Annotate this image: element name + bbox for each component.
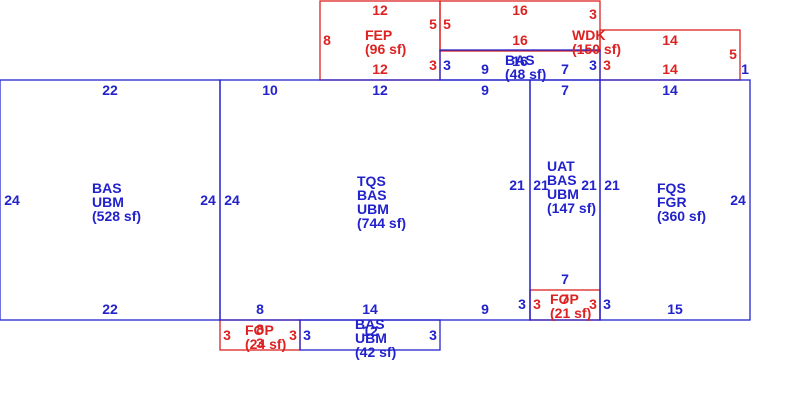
dimension-label: 12 — [362, 323, 378, 339]
dimension-label: 3 — [603, 57, 611, 73]
dimension-label: 24 — [4, 192, 20, 208]
dimension-label: 5 — [729, 46, 737, 62]
area-label-fqs-fgr-360: (360 sf) — [657, 208, 706, 224]
dimension-label: 12 — [372, 61, 388, 77]
dimension-label: 3 — [589, 57, 597, 73]
area-label-uat-bas-ubm-147: (147 sf) — [547, 200, 596, 216]
area-label-tqs-bas-ubm-744: TQS — [357, 173, 386, 189]
area-label-tqs-bas-ubm-744: (744 sf) — [357, 215, 406, 231]
dimension-label: 12 — [372, 2, 388, 18]
dimension-label: 3 — [429, 57, 437, 73]
dimension-label: 3 — [429, 327, 437, 343]
dimension-label: 3 — [589, 296, 597, 312]
area-label-uat-bas-ubm-147: UAT — [547, 158, 575, 174]
dimension-label: 14 — [362, 301, 378, 317]
dimension-label: 3 — [289, 327, 297, 343]
area-label-fep-96: (96 sf) — [365, 41, 406, 57]
dimension-label: 9 — [481, 61, 489, 77]
dimension-label: 22 — [102, 82, 118, 98]
bas-42-outline — [299, 319, 441, 351]
fep-upper-outline — [439, 0, 601, 52]
dimension-label: 8 — [256, 321, 264, 337]
dimension-label: 24 — [730, 192, 746, 208]
fqs-360-outline — [599, 79, 751, 321]
dimension-label: 7 — [561, 271, 569, 287]
area-label-wdk-150: (150 sf) — [572, 41, 621, 57]
dimension-label: 3 — [303, 327, 311, 343]
area-label-wdk-150: WDK — [572, 27, 605, 43]
dimension-label: 24 — [224, 192, 240, 208]
dimension-label: 5 — [429, 16, 437, 32]
area-label-bas-ubm-42: BAS — [355, 316, 385, 332]
area-label-fep-96: FEP — [365, 27, 392, 43]
area-label-fop-21a: (21 sf) — [550, 305, 591, 321]
dimension-label: 3 — [256, 335, 264, 351]
dimension-label: 9 — [481, 82, 489, 98]
dimension-label: 10 — [262, 82, 278, 98]
dimension-label: 14 — [662, 61, 678, 77]
dimension-label: 7 — [561, 61, 569, 77]
dimension-label: 3 — [223, 327, 231, 343]
dimension-label: 3 — [603, 296, 611, 312]
dimension-label: 3 — [533, 296, 541, 312]
area-label-bas-ubm-42: UBM — [355, 330, 387, 346]
area-label-uat-bas-ubm-147: BAS — [547, 172, 577, 188]
dimension-label: 7 — [561, 291, 569, 307]
area-label-bas-48: (48 sf) — [505, 66, 546, 82]
area-label-tqs-bas-ubm-744: UBM — [357, 201, 389, 217]
area-label-fop-21a: FOP — [550, 291, 579, 307]
area-label-bas-ubm-42: (42 sf) — [355, 344, 396, 360]
dimension-label: 24 — [200, 192, 216, 208]
area-label-bas-ubm-528: BAS — [92, 180, 122, 196]
dimension-label: 16 — [512, 32, 528, 48]
area-label-fop-24: (24 sf) — [245, 336, 286, 352]
area-label-bas-48: BAS — [505, 52, 535, 68]
dimension-label: 8 — [256, 301, 264, 317]
dimension-label: 21 — [604, 177, 620, 193]
area-label-fqs-fgr-360: FGR — [657, 194, 687, 210]
area-label-fqs-fgr-360: FQS — [657, 180, 686, 196]
dimension-label: 3 — [443, 57, 451, 73]
dimension-label: 21 — [581, 177, 597, 193]
dimension-label: 12 — [372, 82, 388, 98]
dimension-label: 21 — [533, 177, 549, 193]
area-label-tqs-bas-ubm-744: BAS — [357, 187, 387, 203]
dimension-label: 14 — [662, 32, 678, 48]
dimension-label: 1 — [741, 61, 749, 77]
dimension-label: 16 — [512, 2, 528, 18]
area-label-bas-ubm-528: (528 sf) — [92, 208, 141, 224]
dimension-label: 7 — [561, 82, 569, 98]
dimension-label: 3 — [518, 296, 526, 312]
dimension-label: 14 — [662, 82, 678, 98]
dimension-label: 22 — [102, 301, 118, 317]
dimension-label: 3 — [589, 6, 597, 22]
area-label-uat-bas-ubm-147: UBM — [547, 186, 579, 202]
dimension-label: 5 — [443, 16, 451, 32]
dimension-label: 16 — [512, 53, 528, 69]
dimension-label: 9 — [481, 301, 489, 317]
area-label-fop-24: FOP — [245, 322, 274, 338]
dimension-label: 15 — [667, 301, 683, 317]
dimension-label: 21 — [509, 177, 525, 193]
area-label-bas-ubm-528: UBM — [92, 194, 124, 210]
dimension-label: 8 — [323, 32, 331, 48]
